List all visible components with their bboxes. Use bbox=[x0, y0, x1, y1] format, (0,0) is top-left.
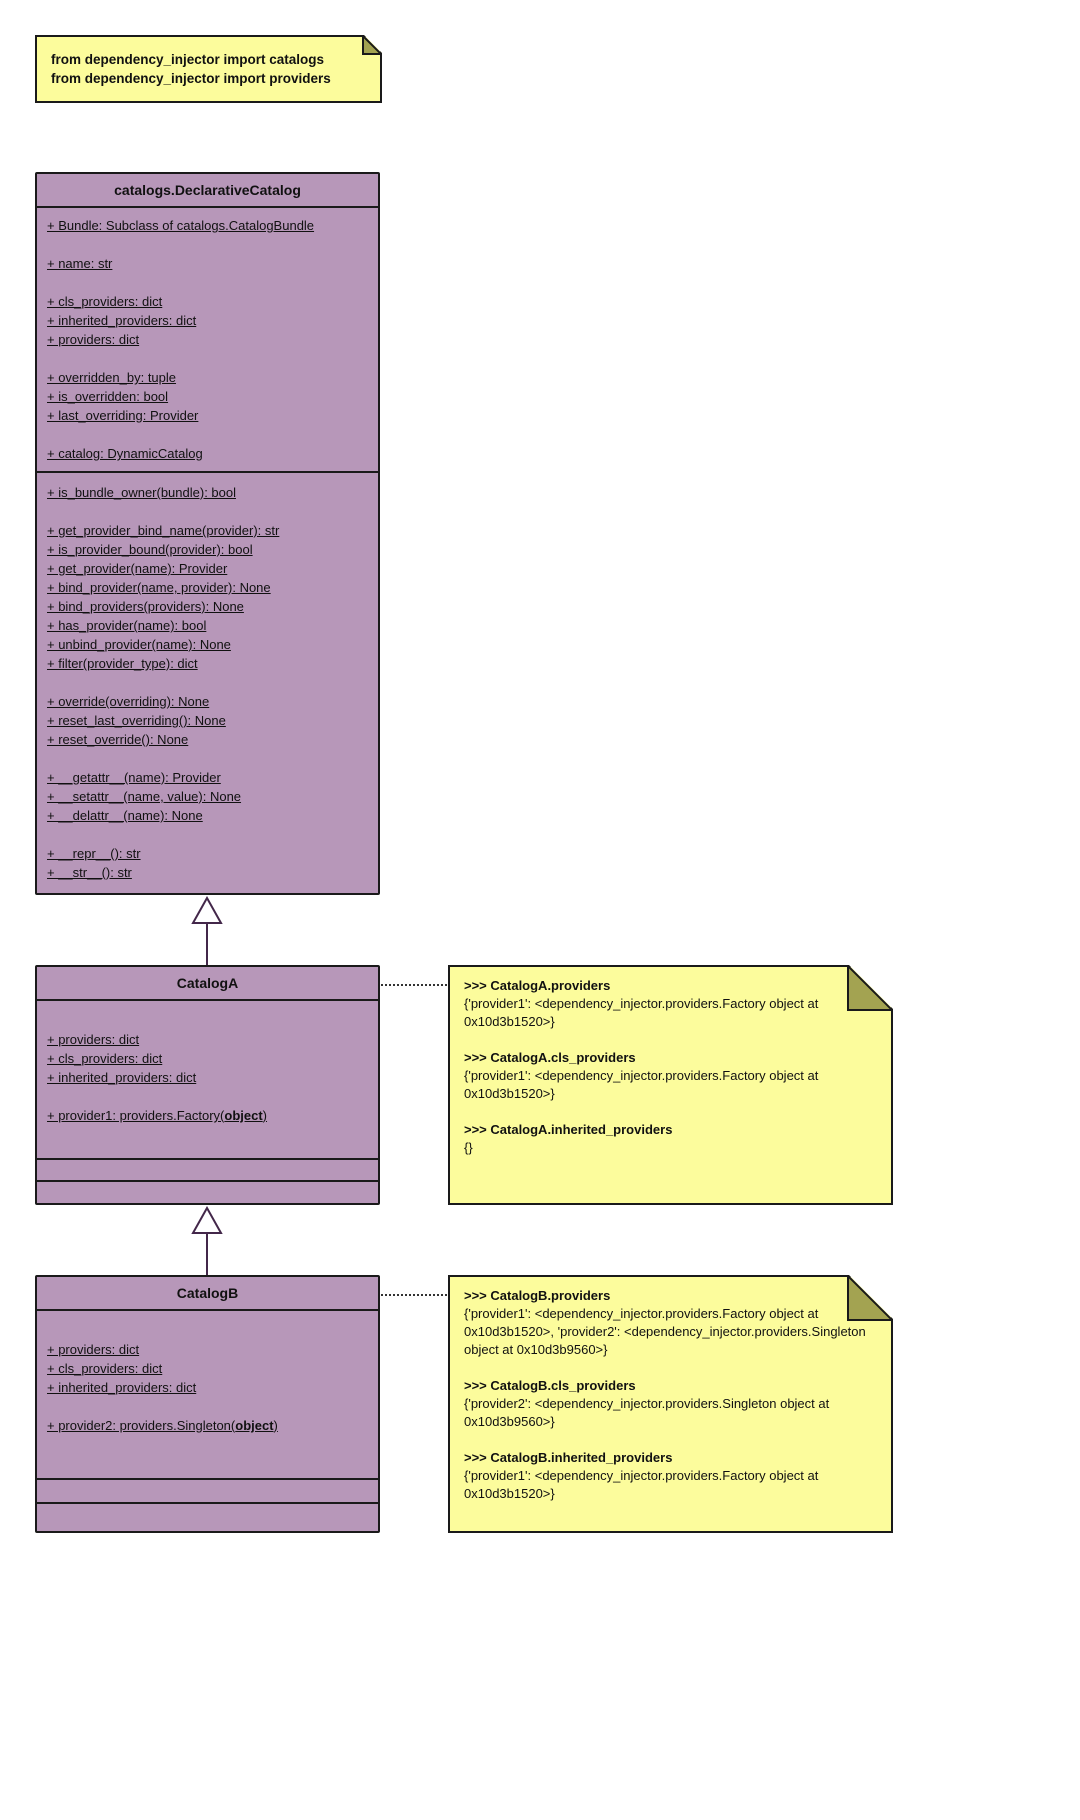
console-command: >>> CatalogB.inherited_providers bbox=[464, 1450, 673, 1465]
class-member-line bbox=[47, 349, 368, 368]
class-member-line: + override(overriding): None bbox=[47, 694, 210, 709]
class-title: CatalogA bbox=[176, 975, 239, 991]
class-member-line: + provider2: providers.Singleton(object) bbox=[47, 1416, 368, 1435]
class-attributes-section: + Bundle: Subclass of catalogs.CatalogBu… bbox=[37, 206, 378, 471]
class-member-line: + bind_providers(providers): None bbox=[47, 599, 244, 614]
note-catalog-b-output: >>> CatalogB.providers {'provider1': <de… bbox=[448, 1275, 893, 1533]
console-output: {'provider1': <dependency_injector.provi… bbox=[464, 996, 819, 1029]
hollow-triangle-arrowhead-icon bbox=[191, 1206, 223, 1234]
console-output: {'provider1': <dependency_injector.provi… bbox=[464, 1468, 819, 1501]
class-member-line: + overridden_by: tuple bbox=[47, 370, 177, 385]
note-imports: from dependency_injector import catalogs… bbox=[35, 35, 382, 103]
class-member-line bbox=[47, 502, 368, 521]
class-member-line: + is_provider_bound(provider): bool bbox=[47, 542, 253, 557]
attribute-lines: + Bundle: Subclass of catalogs.CatalogBu… bbox=[47, 216, 368, 463]
class-member-line bbox=[47, 825, 368, 844]
class-member-line: + cls_providers: dict bbox=[47, 294, 163, 309]
class-member-line: + __delattr__(name): None bbox=[47, 808, 203, 823]
console-command: >>> CatalogB.providers bbox=[464, 1288, 611, 1303]
console-command: >>> CatalogA.cls_providers bbox=[464, 1050, 636, 1065]
class-catalog-a: CatalogA + providers: dict + cls_provider… bbox=[35, 965, 380, 1205]
class-declarative-catalog: catalogs.DeclarativeCatalog + Bundle: Su… bbox=[35, 172, 380, 895]
console-section: >>> CatalogA.cls_providers {'provider1':… bbox=[464, 1048, 877, 1103]
class-member-line: + reset_last_overriding(): None bbox=[47, 713, 226, 728]
class-member-line: + name: str bbox=[47, 256, 113, 271]
class-title: catalogs.DeclarativeCatalog bbox=[114, 182, 301, 198]
class-empty-section bbox=[37, 1502, 378, 1531]
member-text: + provider1: providers.Factory( bbox=[47, 1108, 225, 1123]
class-member-line: + inherited_providers: dict bbox=[47, 313, 197, 328]
import-statement: from dependency_injector import provider… bbox=[51, 71, 331, 86]
class-attributes-section: + providers: dict + cls_providers: dict + … bbox=[37, 1309, 378, 1478]
console-output: {'provider1': <dependency_injector.provi… bbox=[464, 1306, 866, 1357]
class-member-line: + reset_override(): None bbox=[47, 732, 189, 747]
class-member-line: + providers: dict bbox=[47, 332, 140, 347]
class-member-line: + filter(provider_type): dict bbox=[47, 656, 198, 671]
class-member-line bbox=[47, 1321, 368, 1340]
class-member-line: + __setattr__(name, value): None bbox=[47, 789, 242, 804]
class-member-line: + providers: dict bbox=[47, 1342, 140, 1357]
class-member-line: + has_provider(name): bool bbox=[47, 618, 207, 633]
member-text: ) bbox=[273, 1418, 278, 1433]
inheritance-arrow-catalog-a bbox=[191, 896, 223, 966]
member-text-bold: object bbox=[235, 1418, 274, 1433]
class-member-line bbox=[47, 1397, 368, 1416]
class-member-line: + last_overriding: Provider bbox=[47, 408, 199, 423]
class-member-line bbox=[47, 1087, 368, 1106]
class-member-line: + bind_provider(name, provider): None bbox=[47, 580, 271, 595]
class-member-line bbox=[47, 749, 368, 768]
console-section: >>> CatalogA.providers {'provider1': <de… bbox=[464, 976, 877, 1031]
class-member-line: + get_provider_bind_name(provider): str bbox=[47, 523, 280, 538]
member-text: ) bbox=[262, 1108, 268, 1123]
class-empty-section bbox=[37, 1158, 378, 1180]
class-member-line: + __getattr__(name): Provider bbox=[47, 770, 221, 785]
class-member-line bbox=[47, 235, 368, 254]
console-section: >>> CatalogB.inherited_providers {'provi… bbox=[464, 1448, 877, 1503]
class-methods-section: + is_bundle_owner(bundle): bool + get_pro… bbox=[37, 471, 378, 893]
class-member-line bbox=[47, 1011, 368, 1030]
note-catalog-a-output: >>> CatalogA.providers {'provider1': <de… bbox=[448, 965, 893, 1205]
class-member-line bbox=[47, 673, 368, 692]
console-command: >>> CatalogA.providers bbox=[464, 978, 611, 993]
class-member-line: + __repr__(): str bbox=[47, 846, 141, 861]
class-member-line: + get_provider(name): Provider bbox=[47, 561, 228, 576]
class-attributes-section: + providers: dict + cls_providers: dict + … bbox=[37, 999, 378, 1158]
console-output: {} bbox=[464, 1140, 473, 1155]
console-section: >>> CatalogB.providers {'provider1': <de… bbox=[464, 1286, 877, 1359]
attribute-lines: + providers: dict + cls_providers: dict + … bbox=[47, 1321, 368, 1416]
console-command: >>> CatalogA.inherited_providers bbox=[464, 1122, 673, 1137]
dotted-connector-catalog-b bbox=[381, 1294, 447, 1296]
class-member-line: + providers: dict bbox=[47, 1032, 140, 1047]
console-command: >>> CatalogB.cls_providers bbox=[464, 1378, 636, 1393]
console-section: >>> CatalogB.cls_providers {'provider2':… bbox=[464, 1376, 877, 1431]
class-empty-section bbox=[37, 1180, 378, 1203]
member-text-bold: object bbox=[224, 1108, 263, 1123]
inheritance-arrow-catalog-b bbox=[191, 1206, 223, 1276]
console-output: {'provider1': <dependency_injector.provi… bbox=[464, 1068, 819, 1101]
dotted-connector-catalog-a bbox=[381, 984, 447, 986]
class-empty-section bbox=[37, 1478, 378, 1502]
class-member-line: + catalog: DynamicCatalog bbox=[47, 446, 203, 461]
class-member-line: + is_overridden: bool bbox=[47, 389, 169, 404]
class-title: CatalogB bbox=[176, 1285, 239, 1301]
class-member-line bbox=[47, 425, 368, 444]
console-section: >>> CatalogA.inherited_providers {} bbox=[464, 1120, 877, 1157]
class-member-line: + cls_providers: dict bbox=[47, 1051, 163, 1066]
console-output: {'provider2': <dependency_injector.provi… bbox=[464, 1396, 830, 1429]
class-member-line bbox=[47, 273, 368, 292]
class-member-line: + is_bundle_owner(bundle): bool bbox=[47, 485, 236, 500]
attribute-lines: + providers: dict + cls_providers: dict + … bbox=[47, 1011, 368, 1106]
method-lines: + is_bundle_owner(bundle): bool + get_pro… bbox=[47, 483, 368, 882]
member-text: + provider2: providers.Singleton( bbox=[47, 1418, 236, 1433]
class-member-line: + Bundle: Subclass of catalogs.CatalogBu… bbox=[47, 218, 315, 233]
class-member-line: + __str__(): str bbox=[47, 865, 132, 880]
class-catalog-b: CatalogB + providers: dict + cls_provider… bbox=[35, 1275, 380, 1533]
class-member-line: + inherited_providers: dict bbox=[47, 1380, 197, 1395]
class-member-line: + provider1: providers.Factory(object) bbox=[47, 1106, 368, 1125]
import-statement: from dependency_injector import catalogs bbox=[51, 52, 325, 67]
hollow-triangle-arrowhead-icon bbox=[191, 896, 223, 924]
class-member-line: + unbind_provider(name): None bbox=[47, 637, 231, 652]
class-member-line: + cls_providers: dict bbox=[47, 1361, 163, 1376]
class-member-line: + inherited_providers: dict bbox=[47, 1070, 197, 1085]
